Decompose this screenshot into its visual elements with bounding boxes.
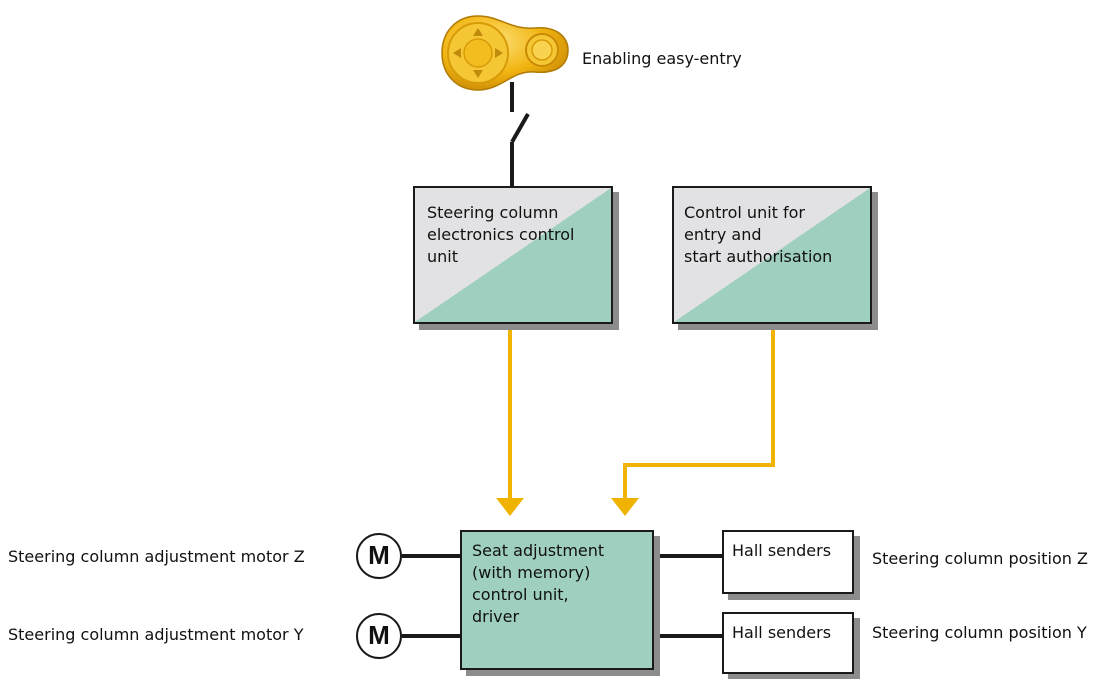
steering-column-ecu: Steering column electronics control unit <box>413 186 613 324</box>
entry-authorisation-ecu: Control unit for entry and start authori… <box>672 186 872 324</box>
switch-label: Enabling easy-entry <box>582 49 742 68</box>
steering-ecu-line1: Steering column <box>427 203 559 222</box>
motor-y-label: Steering column adjustment motor Y <box>8 625 304 644</box>
seat-ecu-line2: (with memory) <box>472 563 591 582</box>
position-z-label: Steering column position Z <box>872 549 1088 568</box>
key-fob-icon <box>441 15 569 91</box>
switch-contact-icon <box>510 113 530 143</box>
seat-ecu-line1: Seat adjustment <box>472 541 605 560</box>
motor-y-icon: M <box>356 613 402 659</box>
signal-arrow-steering-ecu <box>496 498 524 516</box>
signal-line-entry-ecu <box>623 325 775 500</box>
position-y-label: Steering column position Y <box>872 623 1087 642</box>
steering-ecu-line3: unit <box>427 247 458 266</box>
hall-sender-y: Hall senders <box>722 612 854 674</box>
seat-adjustment-ecu: Seat adjustment (with memory) control un… <box>460 530 654 670</box>
seat-ecu-line4: driver <box>472 607 520 626</box>
motor-z-label: Steering column adjustment motor Z <box>8 547 305 566</box>
entry-ecu-line2: entry and <box>684 225 762 244</box>
entry-ecu-line1: Control unit for <box>684 203 806 222</box>
hall-sender-z-label: Hall senders <box>732 541 832 560</box>
entry-ecu-line3: start authorisation <box>684 247 833 266</box>
motor-z-icon: M <box>356 533 402 579</box>
steering-ecu-line2: electronics control <box>427 225 575 244</box>
signal-arrow-entry-ecu <box>611 498 639 516</box>
hall-sender-z: Hall senders <box>722 530 854 594</box>
hall-sender-y-label: Hall senders <box>732 623 832 642</box>
seat-ecu-line3: control unit, <box>472 585 569 604</box>
